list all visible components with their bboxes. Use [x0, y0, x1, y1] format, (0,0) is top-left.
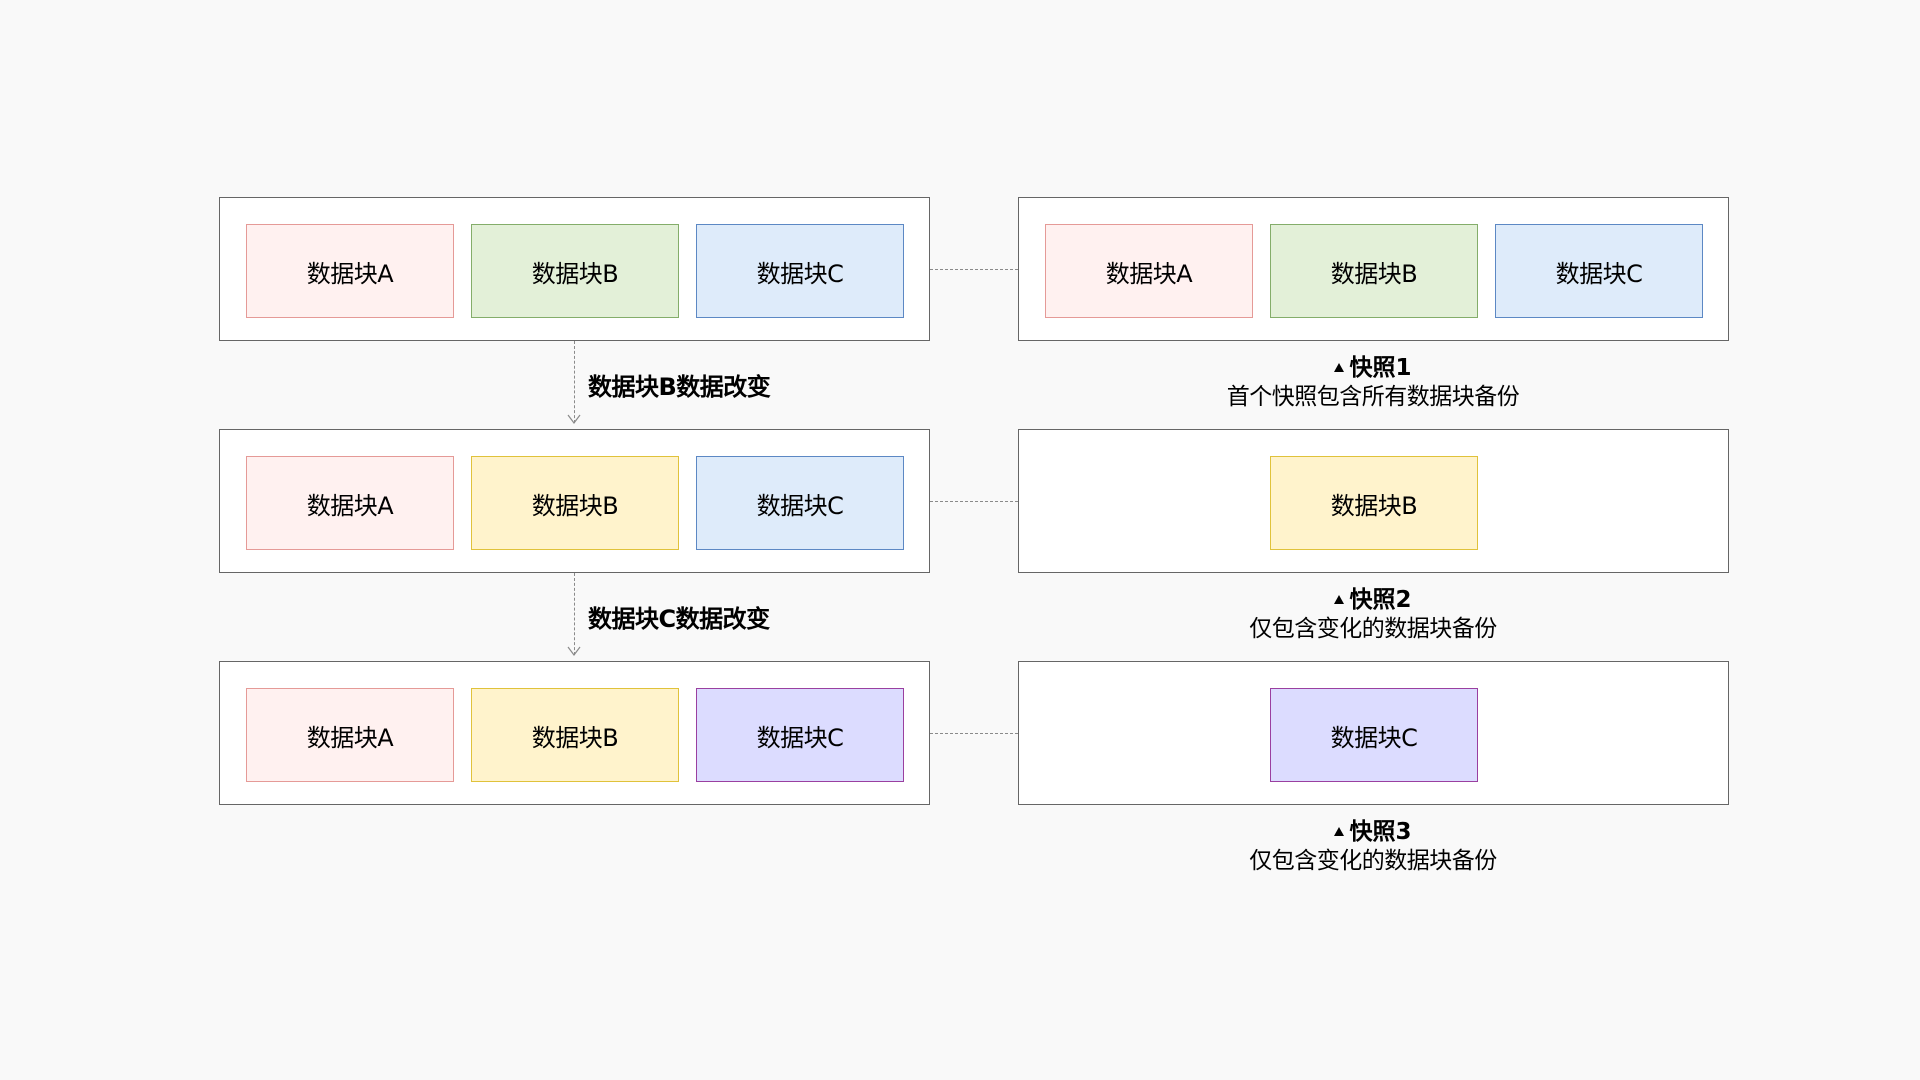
snapshot-desc-1: 首个快照包含所有数据块备份 — [1226, 384, 1520, 410]
snapshot-3-block-c: 数据块C — [1270, 688, 1478, 782]
snapshot-caption-3: 快照3 仅包含变化的数据块备份 — [1013, 818, 1733, 876]
arrow-down-icon — [567, 414, 581, 424]
snapshot-title-2-text: 快照2 — [1349, 587, 1412, 613]
state-2-block-a: 数据块A — [246, 456, 454, 550]
triangle-up-icon — [1334, 363, 1345, 372]
snapshot-1-block-c: 数据块C — [1495, 224, 1703, 318]
snapshot-title-2: 快照2 — [1013, 586, 1733, 614]
connector-2 — [930, 501, 1018, 502]
snapshot-caption-2: 快照2 仅包含变化的数据块备份 — [1013, 586, 1733, 644]
snapshot-1-block-a: 数据块A — [1045, 224, 1253, 318]
snapshot-title-3: 快照3 — [1013, 818, 1733, 846]
snapshot-caption-1: 快照1 首个快照包含所有数据块备份 — [1013, 354, 1733, 412]
triangle-up-icon — [1334, 595, 1345, 604]
connector-3 — [930, 733, 1018, 734]
state-2-block-b: 数据块B — [471, 456, 679, 550]
state-3-block-b: 数据块B — [471, 688, 679, 782]
snapshot-frame-2: 数据块B — [1018, 429, 1729, 573]
snapshot-desc-3: 仅包含变化的数据块备份 — [1249, 848, 1497, 874]
snapshot-title-3-text: 快照3 — [1349, 819, 1412, 845]
change-label-2: 数据块C数据改变 — [588, 605, 770, 633]
triangle-up-icon — [1334, 827, 1345, 836]
snapshot-title-1: 快照1 — [1013, 354, 1733, 382]
state-frame-2: 数据块A 数据块B 数据块C — [219, 429, 930, 573]
change-line-1 — [574, 341, 575, 423]
connector-1 — [930, 269, 1018, 270]
snapshot-title-1-text: 快照1 — [1349, 355, 1412, 381]
snapshot-frame-1: 数据块A 数据块B 数据块C — [1018, 197, 1729, 341]
state-1-block-b: 数据块B — [471, 224, 679, 318]
state-1-block-a: 数据块A — [246, 224, 454, 318]
snapshot-2-block-b: 数据块B — [1270, 456, 1478, 550]
change-line-2 — [574, 573, 575, 655]
snapshot-frame-3: 数据块C — [1018, 661, 1729, 805]
state-frame-1: 数据块A 数据块B 数据块C — [219, 197, 930, 341]
state-frame-3: 数据块A 数据块B 数据块C — [219, 661, 930, 805]
change-label-1: 数据块B数据改变 — [588, 373, 771, 401]
snapshot-desc-2: 仅包含变化的数据块备份 — [1249, 616, 1497, 642]
snapshot-1-block-b: 数据块B — [1270, 224, 1478, 318]
arrow-down-icon — [567, 646, 581, 656]
state-1-block-c: 数据块C — [696, 224, 904, 318]
state-3-block-c: 数据块C — [696, 688, 904, 782]
state-2-block-c: 数据块C — [696, 456, 904, 550]
state-3-block-a: 数据块A — [246, 688, 454, 782]
